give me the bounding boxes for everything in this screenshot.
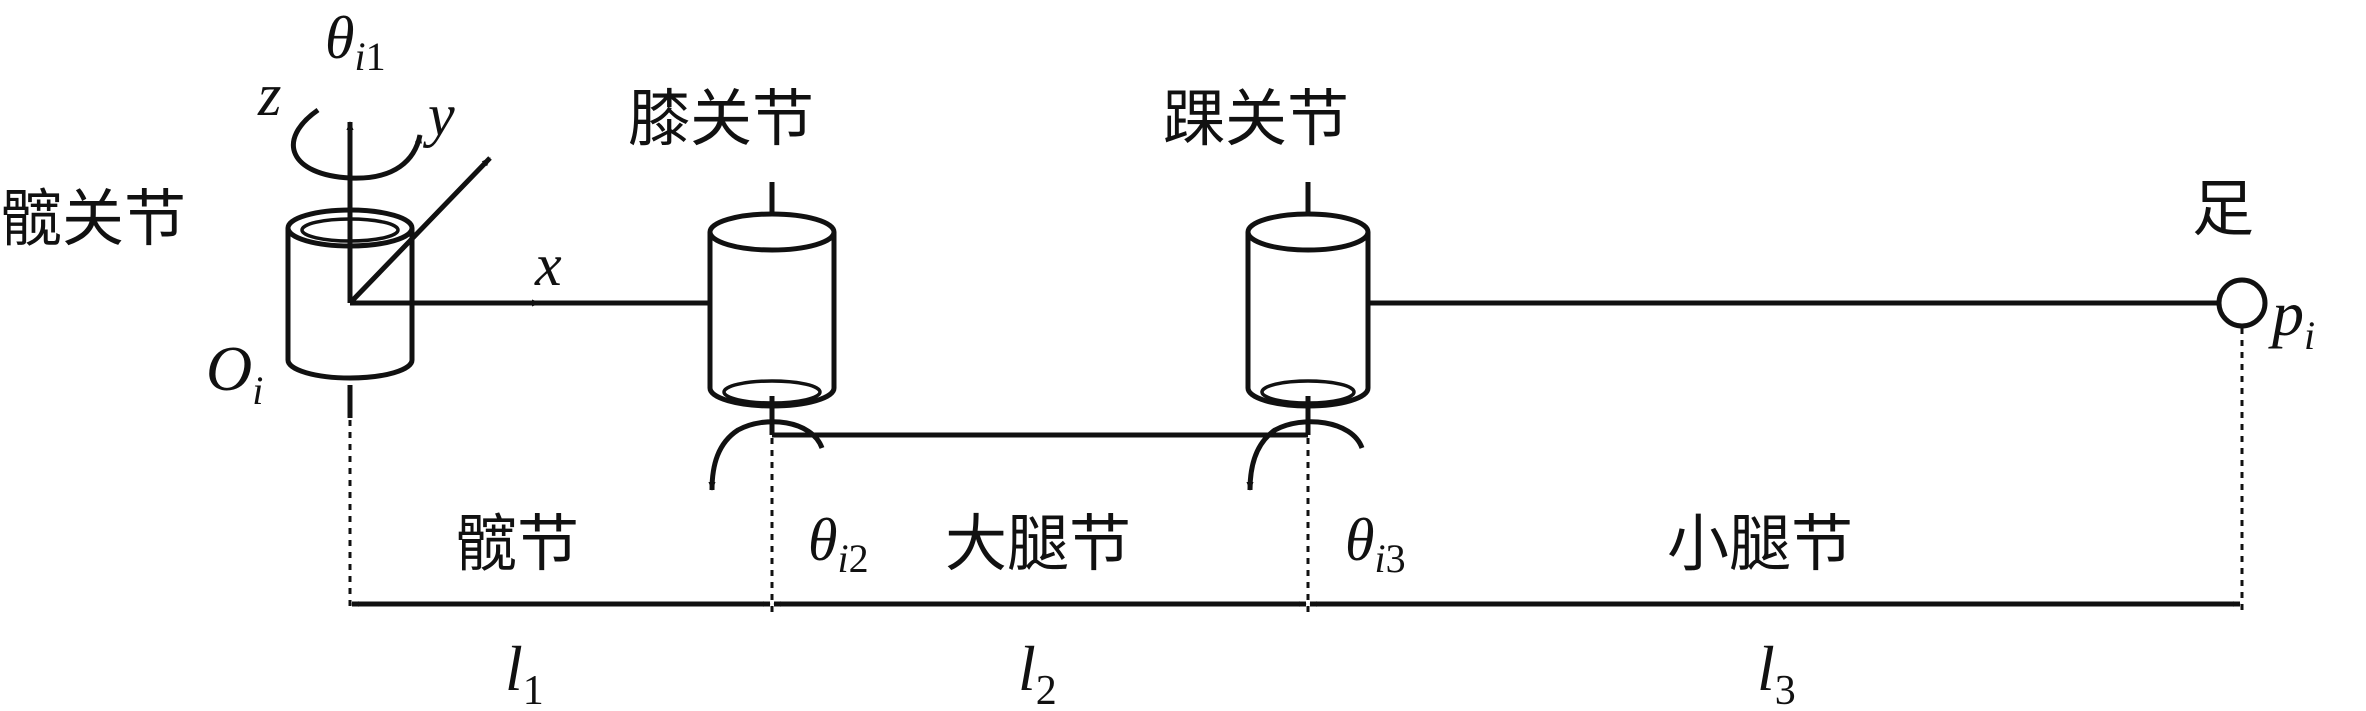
y-axis-arrow — [348, 156, 492, 305]
y-axis-label: y — [422, 82, 455, 148]
foot-label: 足 — [2192, 172, 2254, 245]
shank-segment-label: 小腿节 — [1667, 507, 1853, 580]
theta1-label: θi1 — [325, 5, 386, 79]
z-axis-label: z — [257, 62, 281, 128]
theta2-label: θi2 — [808, 507, 869, 581]
rotation-arrow-theta3 — [1246, 419, 1365, 491]
knee-joint-cylinder — [707, 182, 837, 435]
foot-point-circle — [2216, 277, 2268, 329]
ankle-joint-cylinder — [1245, 182, 1371, 435]
rotation-arrow-theta2 — [708, 419, 825, 491]
length-l2-label: l2 — [1018, 633, 1057, 711]
knee-joint-label: 膝关节 — [628, 82, 814, 155]
foot-point-label: pi — [2268, 278, 2315, 358]
hip-joint-label: 髋关节 — [0, 182, 186, 255]
coordinate-frame — [290, 107, 541, 307]
x-axis-label: x — [534, 232, 562, 298]
length-l3-label: l3 — [1757, 633, 1796, 711]
origin-label: Oi — [206, 333, 263, 413]
ankle-joint-label: 踝关节 — [1163, 82, 1349, 155]
hip-segment-label: 髋节 — [455, 507, 579, 580]
thigh-segment-label: 大腿节 — [945, 507, 1131, 580]
rotation-arrow-theta1 — [290, 107, 423, 181]
theta3-label: θi3 — [1345, 507, 1406, 581]
length-l1-label: l1 — [505, 633, 544, 711]
